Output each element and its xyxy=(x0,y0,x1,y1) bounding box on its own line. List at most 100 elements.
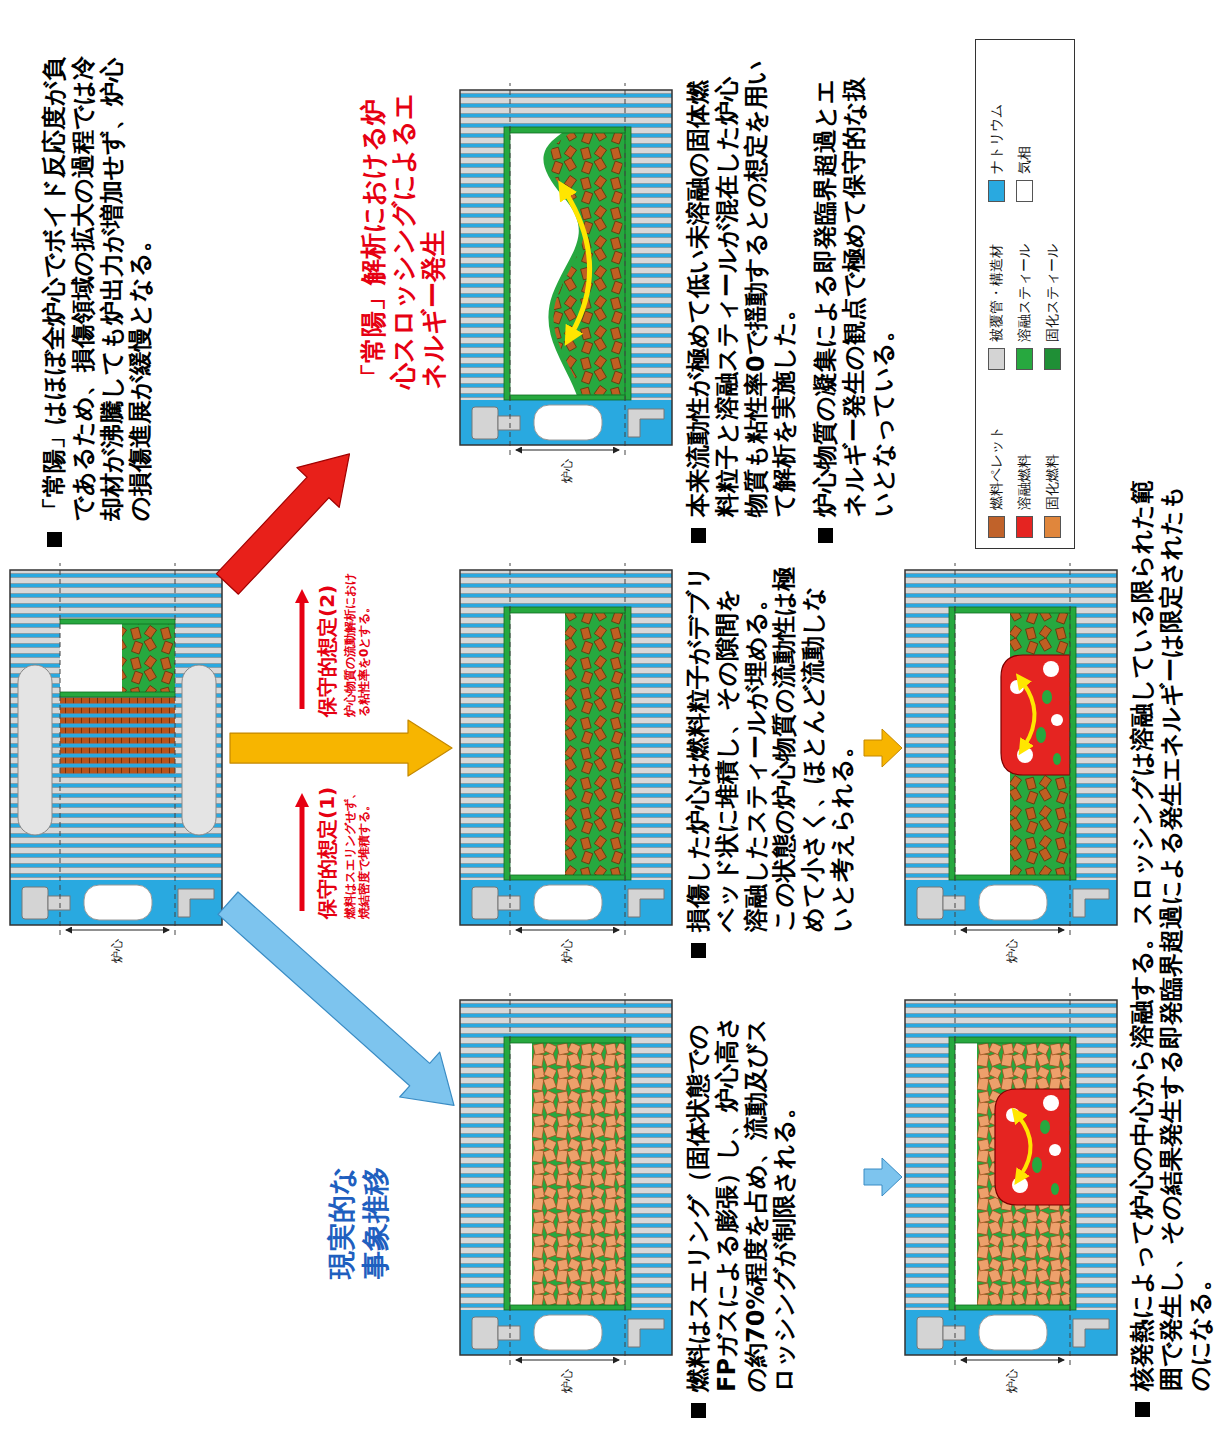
realistic-melt-drawing xyxy=(995,1089,1070,1205)
legend-text: 溶融スティール xyxy=(1012,210,1036,342)
realistic-melt-drawing xyxy=(1006,1108,1020,1122)
legend-swatch xyxy=(1044,516,1061,538)
realistic-core-drawing xyxy=(504,1037,631,1310)
realistic-core-drawing xyxy=(460,993,672,1365)
legend-item: 燃料ペレット xyxy=(984,378,1008,538)
legend-swatch xyxy=(988,348,1005,370)
initial-core-drawing xyxy=(122,623,175,693)
bullet-mark xyxy=(47,532,62,547)
legend-swatch xyxy=(1016,180,1033,202)
note-block: 燃料はスエリングせず、焼結密度で堆積する。 xyxy=(343,779,372,919)
realistic-melt-drawing xyxy=(1043,1095,1059,1111)
core-label: 炉心 xyxy=(1003,939,1021,963)
core-label-box: 炉心 xyxy=(558,459,576,483)
assumption-arrow xyxy=(300,803,305,911)
debris-bed-drawing xyxy=(460,563,672,935)
legend-swatch xyxy=(1044,348,1061,370)
legend-item: 固化燃料 xyxy=(1040,378,1064,538)
debris-melt-drawing xyxy=(1017,747,1033,763)
reactor-diagram: 炉心 xyxy=(460,1000,672,1395)
realistic-core-drawing xyxy=(460,1000,672,1355)
initial-core-drawing xyxy=(18,665,52,835)
sloshing-analysis-drawing xyxy=(504,127,631,400)
flow-arrow xyxy=(217,454,350,594)
bullet-text: 核発熱によって炉心の中心から溶融する。スロッシングは溶融している限られた範囲で発… xyxy=(1128,479,1214,1391)
realistic-melt-drawing xyxy=(905,993,1117,1365)
assumption-arrow xyxy=(300,599,305,709)
bullet-block: 本来流動性が極めて低い未溶融の固体燃料粒子と溶融スティールが混在した炉心物質も粘… xyxy=(684,60,799,545)
step-arrow xyxy=(864,729,902,767)
legend-text: 燃料ペレット xyxy=(984,378,1008,510)
annotation-text: 燃料はスエリングせず、焼結密度で堆積する。 xyxy=(343,779,372,919)
flow-arrow xyxy=(230,720,452,776)
core-label-box: 炉心 xyxy=(1003,939,1021,963)
core-label-box: 炉心 xyxy=(558,1369,576,1393)
note-block: 現実的な事象推移 xyxy=(325,1149,392,1279)
realistic-melt-drawing xyxy=(1032,1157,1042,1173)
reactor-diagram: 炉心 xyxy=(905,570,1117,965)
realistic-melt-drawing xyxy=(977,1037,1070,1310)
note-block: 保守的想定(2) xyxy=(315,572,339,717)
debris-melt-drawing xyxy=(1042,690,1052,704)
legend-swatch xyxy=(988,516,1005,538)
sloshing-analysis-drawing xyxy=(460,90,672,445)
debris-melt-drawing xyxy=(949,607,1076,880)
legend-item: 固化スティール xyxy=(1040,210,1064,370)
core-label-box: 炉心 xyxy=(558,939,576,963)
bullet-text: 燃料はスエリング（固体状態でのFPガスによる膨張）し、炉心高さの約70%程度を占… xyxy=(684,995,799,1392)
bullet-text: 本来流動性が極めて低い未溶融の固体燃料粒子と溶融スティールが混在した炉心物質も粘… xyxy=(684,60,799,517)
bullet-mark xyxy=(691,1403,706,1418)
reactor-diagram: 炉心 xyxy=(460,570,672,965)
debris-melt-drawing xyxy=(1051,714,1063,726)
debris-melt-drawing xyxy=(955,563,1070,935)
realistic-melt-drawing xyxy=(949,1037,1076,1310)
realistic-melt-drawing xyxy=(905,1000,1117,1355)
legend-item: 溶融燃料 xyxy=(1012,378,1036,538)
realistic-melt-drawing xyxy=(905,1000,1117,1355)
realistic-melt-drawing xyxy=(955,993,1070,1365)
realistic-core-drawing xyxy=(460,1000,672,1355)
annotation-text: 炉心物質の流動解析における粘性率を0とする。 xyxy=(343,572,372,717)
sloshing-analysis-drawing xyxy=(546,130,625,397)
debris-bed-drawing xyxy=(510,563,625,935)
legend-text: 気相 xyxy=(1012,42,1036,174)
debris-melt-drawing xyxy=(1053,753,1061,765)
initial-core-drawing xyxy=(60,692,175,697)
annotation-text: 現実的な事象推移 xyxy=(325,1149,392,1279)
core-label: 炉心 xyxy=(1003,1369,1021,1393)
debris-bed-drawing xyxy=(565,607,625,880)
reactor-diagram: 炉心 xyxy=(10,570,222,965)
reactor-diagram: 「常陽」解析における炉心スロッシングによるエネルギー発生炉心 xyxy=(355,75,672,485)
reactor-diagram: 炉心 xyxy=(905,1000,1117,1395)
initial-core-drawing xyxy=(10,570,222,925)
initial-core-drawing xyxy=(182,665,216,835)
initial-core-drawing xyxy=(60,695,175,775)
core-label: 炉心 xyxy=(558,939,576,963)
bullet-text: 損傷した炉心は燃料粒子がデブリベッド状に堆積し、その隙間を溶融したスティールが埋… xyxy=(684,565,857,932)
core-label: 炉心 xyxy=(558,1369,576,1393)
bullet-text: 炉心物質の凝集による即発臨界超過とエネルギー発生の観点で極めて保守的な扱いとなっ… xyxy=(811,60,897,517)
heading-box: 「常陽」解析における炉心スロッシングによるエネルギー発生 xyxy=(359,79,449,389)
bullet-block: 「常陽」はほぼ全炉心でボイド反応度が負であるため、損傷領域の拡大の過程では冷却材… xyxy=(40,39,155,549)
initial-core-drawing xyxy=(60,607,175,880)
sloshing-analysis-drawing xyxy=(460,90,672,445)
bullet-mark xyxy=(818,528,833,543)
realistic-core-drawing xyxy=(510,993,625,1365)
bullet-mark xyxy=(691,528,706,543)
legend-swatch xyxy=(1016,516,1033,538)
legend-item: ナトリウム xyxy=(984,42,1008,202)
annotation-text: 保守的想定(1) xyxy=(315,779,339,919)
legend-swatch xyxy=(988,180,1005,202)
legend-text: 溶融燃料 xyxy=(1012,378,1036,510)
realistic-melt-drawing xyxy=(1019,1117,1031,1175)
realistic-melt-drawing xyxy=(1012,1177,1028,1193)
realistic-melt-drawing xyxy=(1049,1144,1061,1156)
legend-text: ナトリウム xyxy=(984,42,1008,174)
realistic-core-drawing xyxy=(532,1037,625,1310)
core-label: 炉心 xyxy=(108,939,126,963)
flow-arrow xyxy=(218,892,454,1105)
debris-melt-drawing xyxy=(905,570,1117,925)
realistic-melt-drawing xyxy=(1051,1183,1059,1195)
initial-core-drawing xyxy=(60,563,175,935)
